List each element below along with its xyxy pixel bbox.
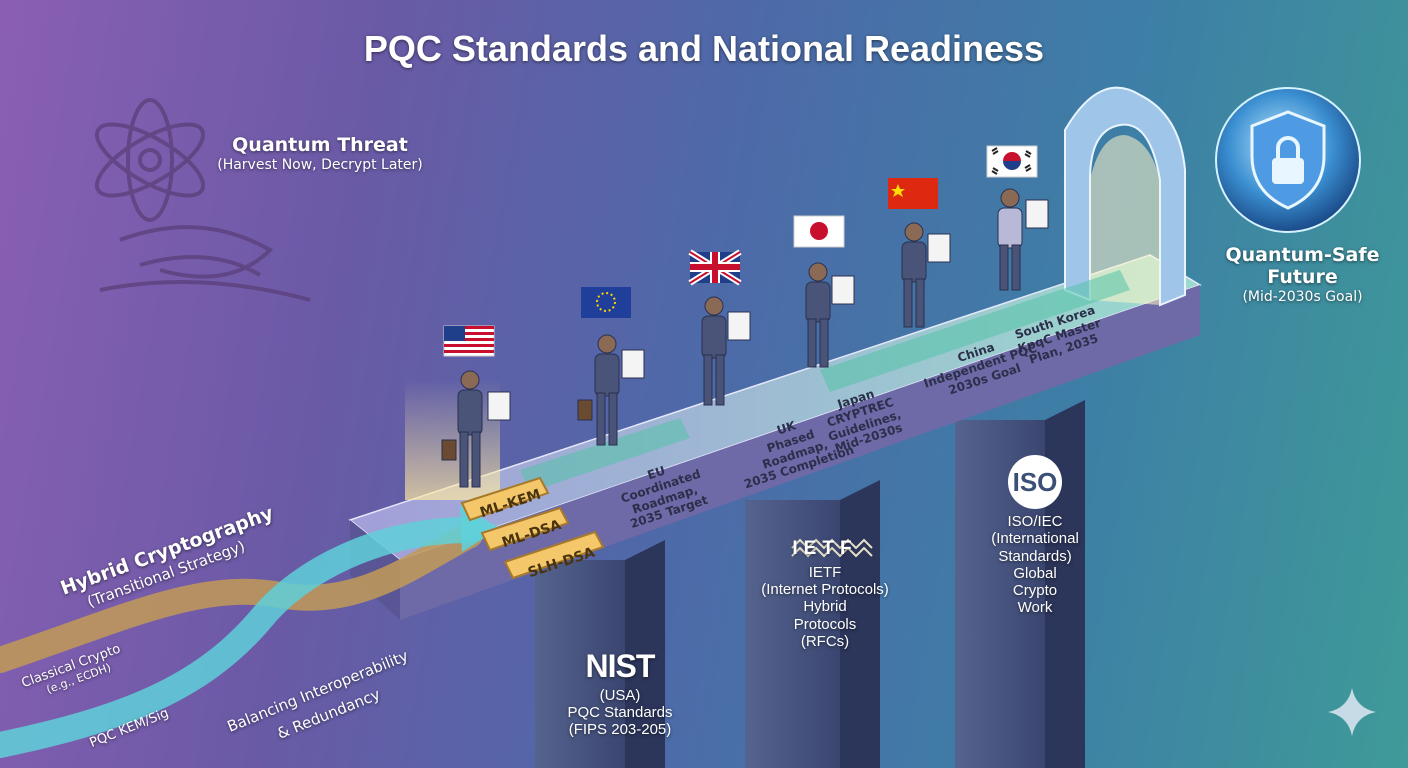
- iso-logo: ISO: [1008, 455, 1062, 509]
- ietf-desc-2: Protocols: [793, 615, 857, 633]
- ietf-desc-3: (RFCs): [800, 632, 850, 650]
- iso-org-1: ISO/IEC: [1007, 513, 1063, 530]
- nist-pillar-label: NIST (USA) PQC Standards (FIPS 203-205): [520, 648, 720, 739]
- pillar-iso: [955, 400, 1085, 768]
- nist-logo: NIST: [585, 648, 656, 684]
- flag-japan-icon: [793, 215, 845, 248]
- official-china-icon: [901, 222, 951, 328]
- quantum-threat-sub: (Harvest Now, Decrypt Later): [217, 156, 423, 173]
- quantum-threat-heading: Quantum Threat: [232, 134, 408, 156]
- pillar-ietf: [745, 480, 880, 768]
- iso-desc-3: Work: [1017, 599, 1053, 617]
- ietf-logo-mark-icon: [791, 538, 873, 558]
- nist-desc-2: (FIPS 203-205): [568, 721, 672, 739]
- ietf-desc-1: Hybrid: [803, 598, 847, 616]
- iso-org-3: Standards): [998, 547, 1072, 565]
- sparkle-icon: [1328, 688, 1376, 736]
- flag-eu-icon: [581, 287, 631, 318]
- officials: [441, 188, 1049, 488]
- iso-desc-1: Global: [1013, 564, 1057, 582]
- globe-shield-icon: [1215, 87, 1361, 233]
- arch-gateway: [1064, 86, 1186, 307]
- flag-usa-icon: [443, 325, 495, 357]
- quantum-safe-future-label: Quantum-Safe Future (Mid-2030s Goal): [1215, 244, 1390, 305]
- flag-china-icon: [888, 178, 938, 209]
- official-south-korea-icon: [997, 188, 1049, 291]
- quantum-threat-label: Quantum Threat (Harvest Now, Decrypt Lat…: [190, 134, 450, 173]
- official-eu-icon: [577, 334, 645, 446]
- page-title: PQC Standards and National Readiness: [363, 28, 1045, 69]
- iso-org-2: (International: [991, 530, 1079, 548]
- official-japan-icon: [805, 262, 855, 368]
- pillar-nist: [535, 540, 665, 768]
- flag-south-korea-icon: [986, 145, 1038, 178]
- official-usa-icon: [441, 370, 511, 488]
- ietf-logo: IETF: [792, 538, 858, 559]
- quantum-safe-future-sub: (Mid-2030s Goal): [1242, 288, 1363, 305]
- quantum-safe-future-heading: Quantum-Safe Future: [1225, 244, 1380, 288]
- algorithm-plates: [460, 476, 605, 580]
- nist-desc-1: PQC Standards: [567, 704, 673, 722]
- ietf-org-1: IETF: [808, 563, 842, 581]
- quantum-vortex-icon: [94, 98, 311, 302]
- flag-uk-icon: [688, 249, 742, 286]
- iso-desc-2: Crypto: [1012, 582, 1058, 599]
- official-uk-icon: [701, 296, 751, 406]
- nist-org: (USA): [599, 686, 641, 704]
- iso-pillar-label: ISO ISO/IEC (International Standards) Gl…: [975, 455, 1095, 617]
- ietf-org-2: (Internet Protocols): [761, 581, 889, 599]
- progress-arrows: [520, 270, 1130, 492]
- ietf-pillar-label: IETF IETF (Internet Protocols) Hybrid Pr…: [735, 538, 915, 650]
